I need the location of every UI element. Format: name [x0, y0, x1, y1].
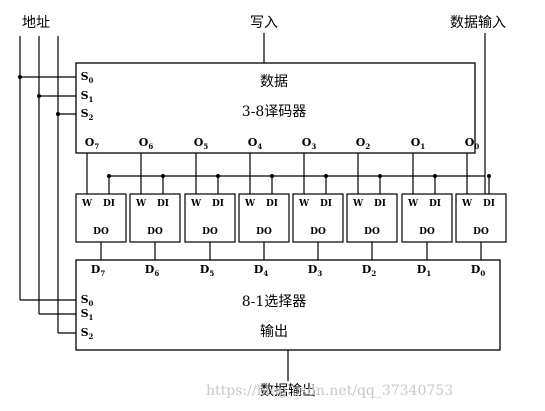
mux-title: 8-1选择器 [242, 294, 307, 310]
cell-write-enable-pin: W [81, 199, 93, 209]
watermark: https://blog.csdn.net/qq_37340753 [206, 383, 453, 399]
decoder-output-4-subscript: 4 [257, 142, 262, 151]
cell-data-out-pin: DO [419, 227, 435, 237]
decoder-select-2-subscript: 2 [89, 113, 94, 122]
memory-cell-box [346, 193, 398, 243]
memory-cell-box [238, 193, 290, 243]
memory-cell-box [129, 193, 181, 243]
memory-cell: W DI DO [346, 193, 398, 243]
mux-input-7-subscript: 7 [100, 269, 105, 278]
cell-data-in-pin: DI [103, 199, 115, 209]
address-label: 地址 [22, 15, 50, 31]
memory-cell-box [455, 193, 507, 243]
memory-cell: W DI DO [238, 193, 290, 243]
cell-data-out-pin: DO [310, 227, 326, 237]
write-label: 写入 [250, 15, 278, 31]
memory-cell: W DI DO [129, 193, 181, 243]
mux-input-2-subscript: 2 [371, 269, 376, 278]
memory-cell-box [401, 193, 453, 243]
decoder-title: 数据 [260, 74, 288, 90]
memory-cell: W DI DO [75, 193, 127, 243]
mux-select-0-subscript: 0 [89, 299, 94, 308]
cell-data-in-pin: DI [266, 199, 278, 209]
decoder-output-0: O0 [465, 136, 480, 151]
cell-data-in-pin: DI [320, 199, 332, 209]
cell-write-enable-pin: W [352, 199, 364, 209]
mux-select-1-subscript: 1 [89, 313, 94, 322]
mux-select-2-subscript: 2 [89, 332, 94, 341]
decoder-output-2-subscript: 2 [365, 142, 370, 151]
decoder-output-6-subscript: 6 [148, 142, 153, 151]
cell-data-out-pin: DO [473, 227, 489, 237]
memory-cell-box [75, 193, 127, 243]
mux-input-3-subscript: 3 [317, 269, 322, 278]
decoder-subtitle: 3-8译码器 [242, 104, 307, 120]
cell-write-enable-pin: W [135, 199, 147, 209]
mux-input-6-subscript: 6 [154, 269, 159, 278]
wiring [19, 33, 490, 381]
cell-data-in-pin: DI [483, 199, 495, 209]
cell-data-in-pin: DI [157, 199, 169, 209]
cell-write-enable-pin: W [461, 199, 473, 209]
memory-cell-box [292, 193, 344, 243]
decoder-output-7-subscript: 7 [94, 142, 99, 151]
mux-input-4-subscript: 4 [263, 269, 268, 278]
cell-data-out-pin: DO [147, 227, 163, 237]
cell-write-enable-pin: W [190, 199, 202, 209]
data-input-label: 数据输入 [450, 15, 506, 31]
cell-write-enable-pin: W [244, 199, 256, 209]
cell-data-out-pin: DO [93, 227, 109, 237]
junction-dots [18, 75, 491, 178]
memory-cell-box [184, 193, 236, 243]
memory-cell: W DI DO [455, 193, 507, 243]
decoder-select-0-subscript: 0 [89, 76, 94, 85]
mux-subtitle: 输出 [260, 324, 288, 340]
mux-input-0-subscript: 0 [480, 269, 485, 278]
decoder-output-3-subscript: 3 [311, 142, 316, 151]
cell-write-enable-pin: W [407, 199, 419, 209]
decoder-output-5-subscript: 5 [203, 142, 208, 151]
cell-data-in-pin: DI [212, 199, 224, 209]
cell-write-enable-pin: W [298, 199, 310, 209]
cell-data-out-pin: DO [256, 227, 272, 237]
mux-box [75, 259, 501, 351]
mux-input-5-subscript: 5 [209, 269, 214, 278]
cell-data-out-pin: DO [202, 227, 218, 237]
memory-cells: W DI DO W DI DO W DI DO W DI DO W DI DO W DI DO W DI DO W DI DO [75, 193, 507, 243]
cell-data-in-pin: DI [429, 199, 441, 209]
decoder-select-1-subscript: 1 [89, 95, 94, 104]
cell-data-out-pin: DO [364, 227, 380, 237]
memory-cell: W DI DO [292, 193, 344, 243]
data-output-label: 数据输出 [260, 383, 316, 399]
cell-data-in-pin: DI [374, 199, 386, 209]
decoder-box [75, 62, 476, 154]
memory-cell: W DI DO [184, 193, 236, 243]
memory-cell: W DI DO [401, 193, 453, 243]
decoder-output-1-subscript: 1 [420, 142, 425, 151]
mux-input-1-subscript: 1 [426, 269, 431, 278]
decoder-output-0-subscript: 0 [474, 142, 479, 151]
